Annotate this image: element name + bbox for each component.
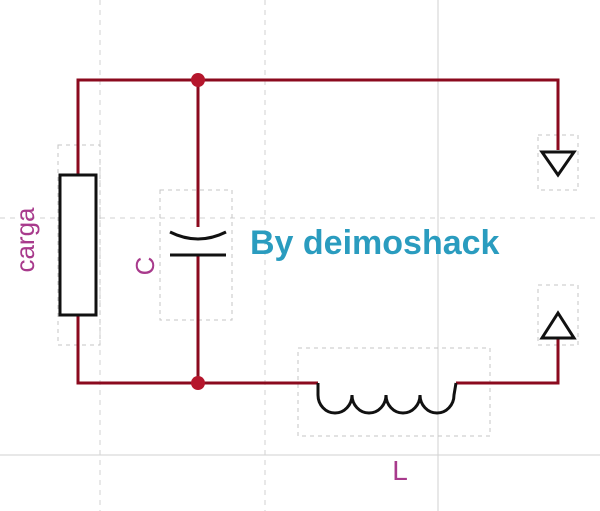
inductor xyxy=(316,382,458,415)
junctions xyxy=(191,73,205,390)
terminal-top-icon xyxy=(539,150,577,178)
bottom-right-wire xyxy=(456,338,560,385)
component-frames xyxy=(57,134,579,437)
inductor-coil xyxy=(316,382,458,415)
load-frame xyxy=(57,144,101,346)
capacitor xyxy=(169,230,227,257)
inductor-frame xyxy=(297,347,491,437)
terminal-bottom-icon xyxy=(539,310,577,340)
junction-top xyxy=(191,73,205,87)
inductor-label: L xyxy=(392,455,408,486)
wires xyxy=(76,78,560,385)
load-label: carga xyxy=(10,207,40,273)
load-resistor xyxy=(58,173,98,317)
terminals xyxy=(539,150,577,340)
watermark-text: By deimoshack xyxy=(250,224,500,262)
top-wire xyxy=(76,78,560,175)
capacitor-frame xyxy=(159,189,233,321)
capacitor-label: C xyxy=(130,257,160,276)
junction-bottom xyxy=(191,376,205,390)
capacitor-curved-plate xyxy=(169,230,227,241)
bottom-left-wire xyxy=(76,315,318,385)
